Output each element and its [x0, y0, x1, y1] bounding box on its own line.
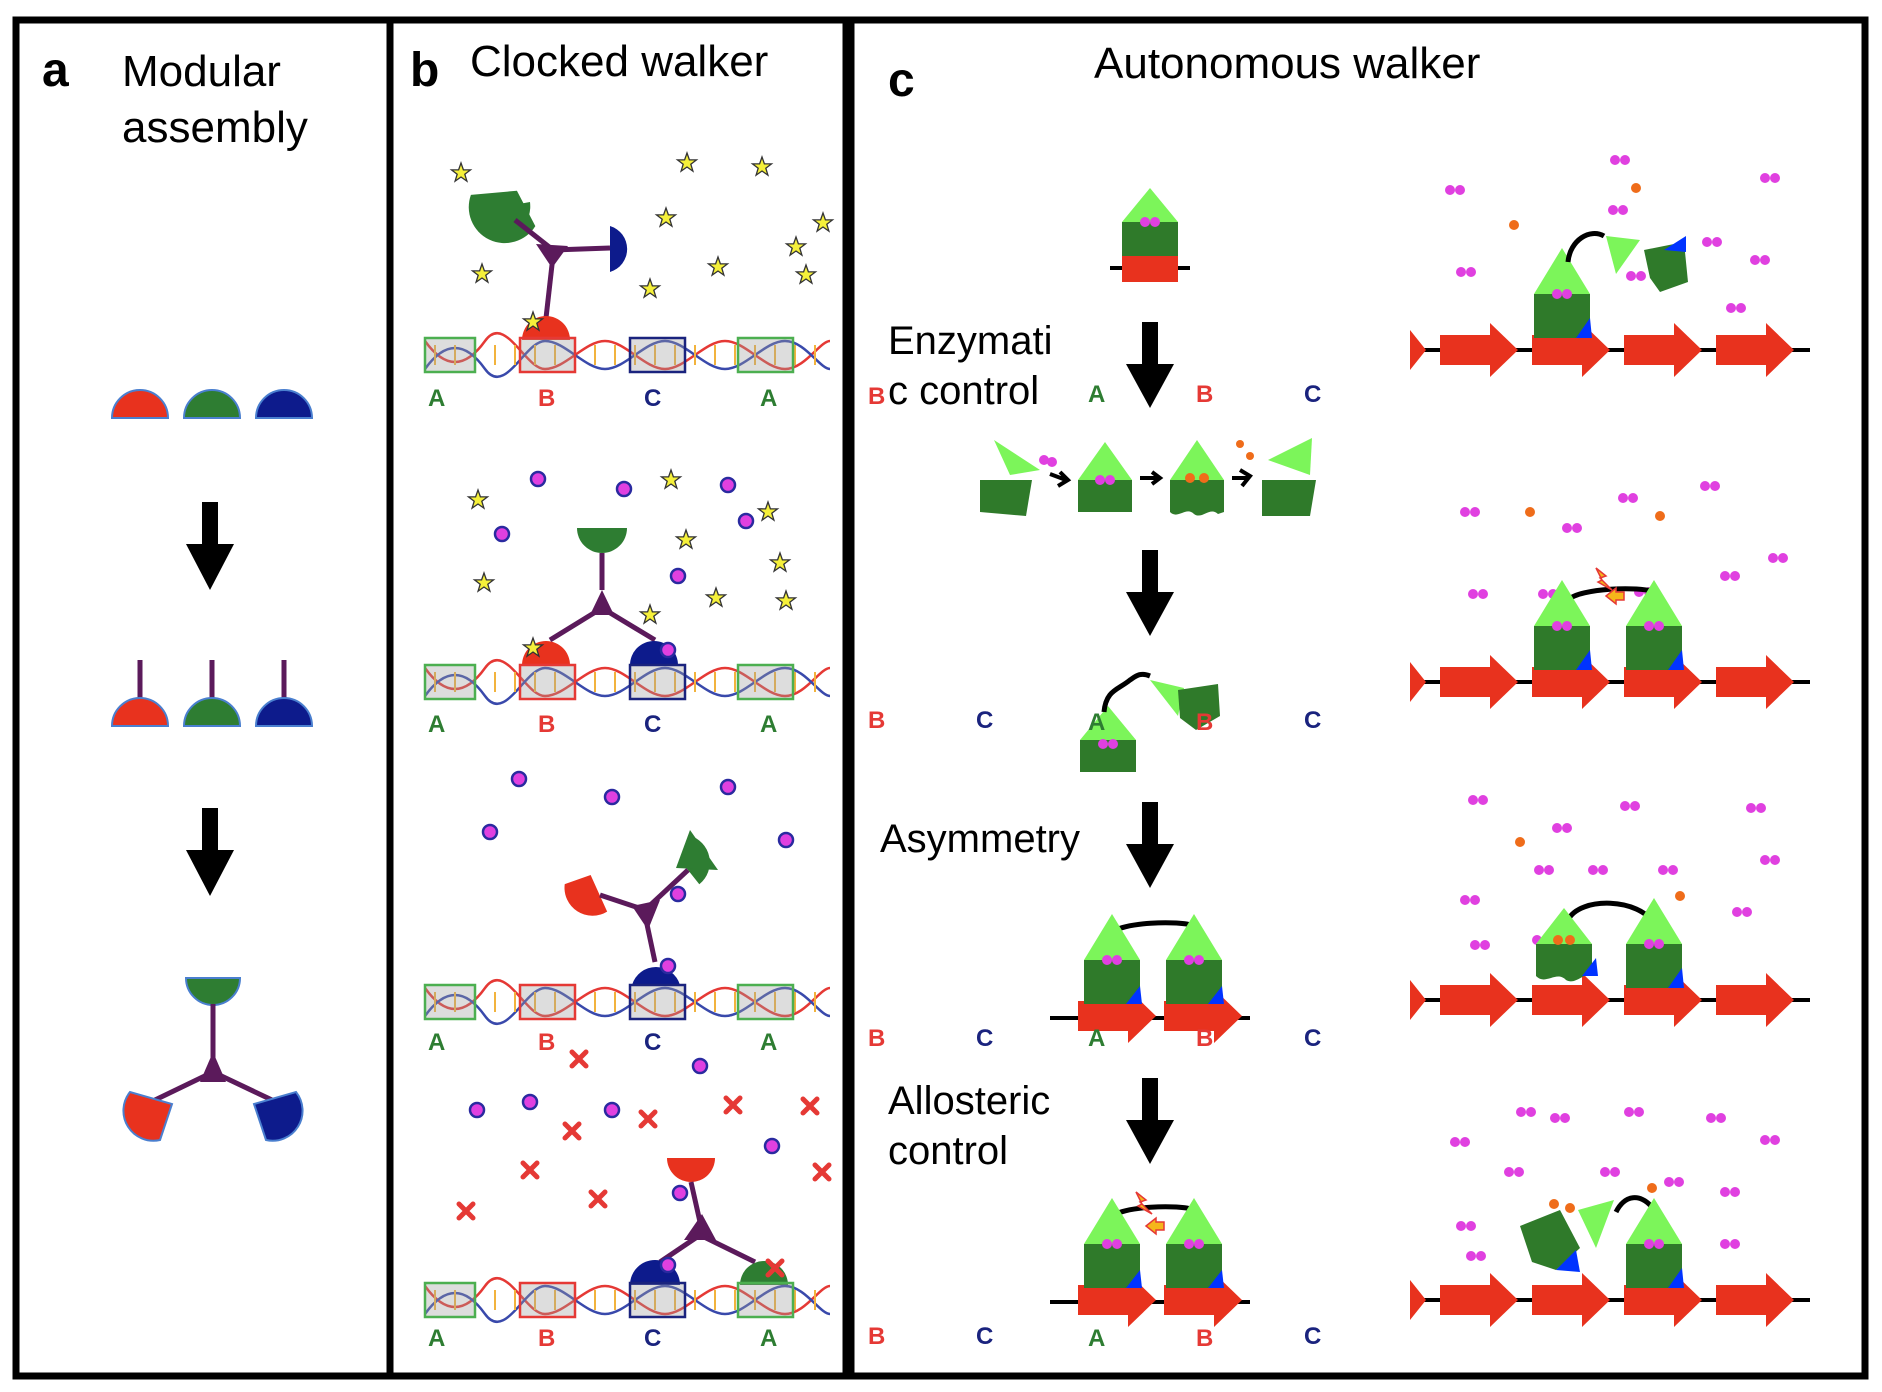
site-label-a: A — [760, 1325, 777, 1352]
assembled-red-domain — [122, 1090, 174, 1142]
site-label-c: C — [644, 1325, 661, 1352]
assembled-green-domain — [184, 977, 242, 1006]
panel-a-title-line1: Modular — [122, 47, 281, 96]
site-label-a: A — [428, 385, 445, 412]
site-label-c: C — [1304, 1323, 1321, 1350]
small-arrow-icon — [1144, 1216, 1165, 1236]
panel-c-title: Autonomous walker — [1094, 39, 1480, 88]
red-domain — [110, 389, 170, 419]
panel-c-right-column — [1410, 155, 1810, 1327]
panel-a-letter: a — [42, 44, 69, 97]
site-label-a: A — [428, 711, 445, 738]
site-label-b: B — [538, 711, 555, 738]
track-row-1 — [1410, 155, 1810, 377]
panel-a-domains-with-linkers — [110, 660, 314, 727]
label-enzymatic-line1: Enzymati — [888, 319, 1053, 363]
track-row-4 — [1410, 1107, 1810, 1327]
two-foot-walker-asymmetry — [1050, 914, 1250, 1043]
site-label-b: B — [868, 383, 885, 410]
site-label-b: B — [1196, 709, 1213, 736]
track-row-3 — [1410, 795, 1810, 1027]
site-label-c: C — [976, 1323, 993, 1350]
blue-domain-linker — [254, 697, 314, 727]
panel-c-middle-column — [980, 188, 1316, 1327]
site-label-b: B — [1196, 1025, 1213, 1052]
assembled-blue-domain — [252, 1090, 304, 1142]
label-allosteric-line2: control — [888, 1129, 1008, 1173]
site-label-b: B — [868, 1323, 885, 1350]
panel-b-row2 — [423, 469, 832, 706]
panel-b-row4 — [423, 1052, 830, 1324]
site-label-a: A — [428, 1325, 445, 1352]
panel-b-border — [386, 16, 850, 1380]
site-label-c: C — [644, 711, 661, 738]
site-label-b: B — [868, 1025, 885, 1052]
panel-c-border — [847, 16, 1869, 1380]
site-label-b: B — [538, 1325, 555, 1352]
site-label-b: B — [538, 385, 555, 412]
track-row-2 — [1410, 481, 1810, 709]
panel-b-letter: b — [410, 44, 439, 97]
panel-b-row1 — [423, 152, 834, 379]
site-label-b: B — [868, 707, 885, 734]
site-label-a: A — [1088, 709, 1105, 736]
panel-b-row3 — [423, 770, 832, 1026]
site-label-a: A — [760, 711, 777, 738]
site-label-b: B — [538, 1029, 555, 1056]
panel-a-separate-domains — [110, 389, 314, 419]
panel-a-title-line2: assembly — [122, 103, 308, 152]
red-domain-linker — [110, 697, 170, 727]
single-bound-walker — [1080, 671, 1220, 772]
site-label-a: A — [1088, 1325, 1105, 1352]
enzymatic-cycle — [980, 438, 1316, 516]
site-label-c: C — [1304, 381, 1321, 408]
label-enzymatic-line2: c control — [888, 369, 1039, 413]
lightning-icon — [1135, 1191, 1153, 1215]
site-label-b: B — [1196, 381, 1213, 408]
panel-b-title: Clocked walker — [470, 37, 768, 86]
panel-c-site-labels: B A B C B C A B C B C A B C B C A B C — [868, 381, 1321, 1352]
site-label-c: C — [976, 707, 993, 734]
two-foot-walker-allosteric — [1050, 1191, 1250, 1327]
site-label-c: C — [644, 1029, 661, 1056]
label-asymmetry: Asymmetry — [880, 817, 1080, 861]
panel-b-site-labels: A B C A A B C A A B C A A B C A — [428, 385, 777, 1352]
green-domain-linker — [182, 697, 242, 727]
panel-a-arrow-1 — [186, 502, 234, 590]
small-arrow-icon — [1604, 586, 1625, 606]
panel-a-border — [12, 16, 394, 1380]
site-label-b: B — [1196, 1325, 1213, 1352]
blue-domain — [254, 389, 314, 419]
site-label-c: C — [976, 1025, 993, 1052]
panel-a-assembled-walker — [122, 977, 304, 1142]
panel-c-letter: c — [888, 54, 915, 107]
site-label-c: C — [1304, 707, 1321, 734]
site-label-a: A — [428, 1029, 445, 1056]
site-label-a: A — [760, 385, 777, 412]
site-label-c: C — [1304, 1025, 1321, 1052]
site-label-c: C — [644, 385, 661, 412]
lightning-icon — [1595, 567, 1613, 591]
label-allosteric-line1: Allosteric — [888, 1079, 1050, 1123]
site-label-a: A — [1088, 1025, 1105, 1052]
green-domain — [182, 389, 242, 419]
site-label-a: A — [760, 1029, 777, 1056]
site-label-a: A — [1088, 381, 1105, 408]
panel-a-arrow-2 — [186, 808, 234, 896]
